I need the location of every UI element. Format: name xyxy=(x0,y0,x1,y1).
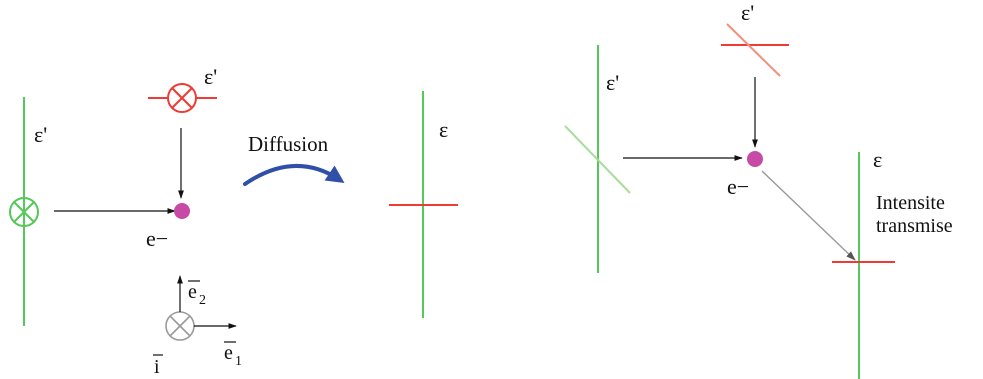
transmitted-intensity-line2: transmise xyxy=(876,215,953,237)
right-electron-label: e− xyxy=(727,174,749,199)
right-top-label: ε' xyxy=(741,0,754,25)
right-incident-label: ε' xyxy=(606,70,619,95)
right-top-red-diagonal xyxy=(726,23,781,77)
middle-label: ε xyxy=(439,117,448,142)
coordinate-axes: e 2 e 1 i xyxy=(153,275,242,378)
right-analyzer-label: ε xyxy=(873,147,882,172)
e2-label: e xyxy=(188,281,197,303)
diffusion-curved-arrow xyxy=(243,163,345,186)
right-scattered-arrow xyxy=(761,170,856,261)
left-electron-dot-icon xyxy=(174,203,190,219)
right-electron-dot-icon xyxy=(747,151,763,167)
left-electron-label: e− xyxy=(146,226,168,251)
diffusion-label: Diffusion xyxy=(248,132,329,156)
red-circle-cross-icon xyxy=(167,83,197,113)
gray-circle-cross-icon xyxy=(165,311,195,341)
left-incident-label: ε' xyxy=(34,122,47,147)
transmitted-intensity-line1: Intensite xyxy=(876,192,945,214)
left-panel: ε' ε' e− xyxy=(9,64,217,326)
right-green-diagonal xyxy=(564,125,631,194)
e2-subscript: 2 xyxy=(199,293,206,308)
diffusion-arrow-group: Diffusion xyxy=(243,132,345,186)
e1-subscript: 1 xyxy=(235,354,242,369)
green-circle-cross-icon xyxy=(9,197,39,227)
right-panel: ε' ε' e− ε Intensite transmise xyxy=(564,0,953,379)
left-top-label: ε' xyxy=(204,64,217,89)
middle-panel: ε xyxy=(389,91,458,318)
e1-label: e xyxy=(224,342,233,364)
i-label: i xyxy=(154,356,160,378)
